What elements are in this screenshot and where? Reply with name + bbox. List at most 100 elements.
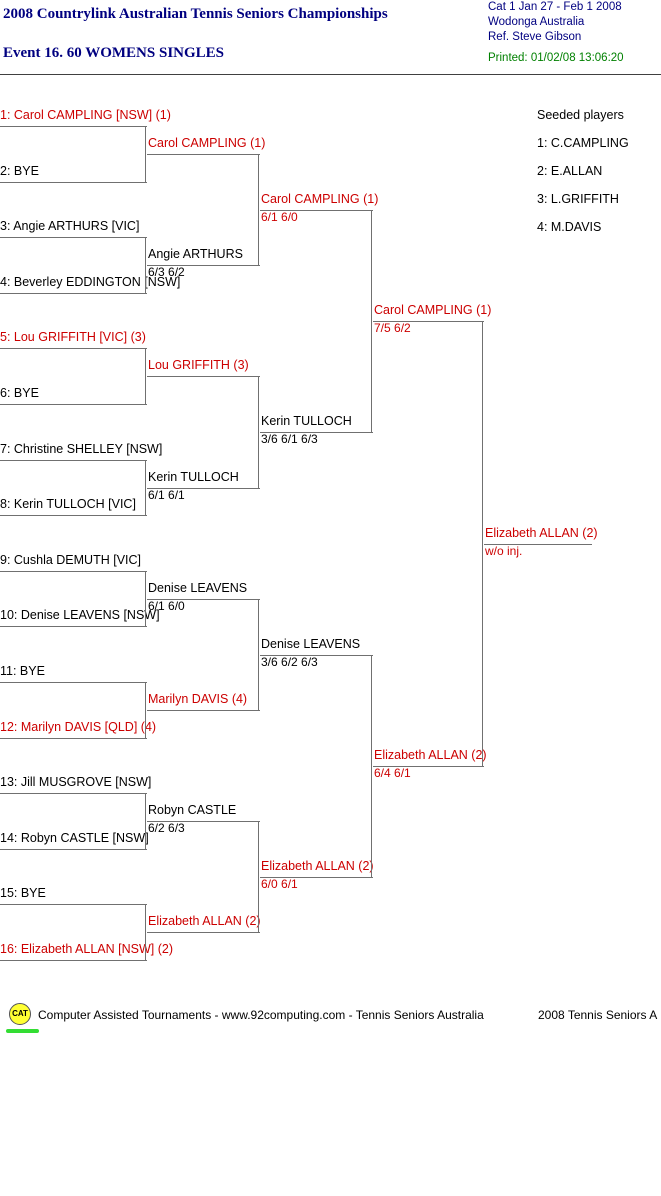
bracket-connector bbox=[145, 904, 146, 961]
champion-name: Elizabeth ALLAN (2) bbox=[485, 526, 598, 540]
footer-credits: Computer Assisted Tournaments - www.92co… bbox=[38, 1008, 484, 1022]
draw-line bbox=[0, 293, 147, 294]
seeded-player: 4: M.DAVIS bbox=[537, 220, 602, 234]
draw-line bbox=[0, 237, 147, 238]
draw-entry: 9: Cushla DEMUTH [VIC] bbox=[0, 553, 142, 567]
bracket-connector bbox=[258, 599, 259, 711]
winner-name: Elizabeth ALLAN (2) bbox=[374, 748, 487, 762]
match-score: 6/1 6/0 bbox=[148, 599, 185, 613]
match-score: 3/6 6/2 6/3 bbox=[261, 655, 318, 669]
draw-entry: 12: Marilyn DAVIS [QLD] (4) bbox=[0, 720, 157, 734]
winner-name: Robyn CASTLE bbox=[148, 803, 237, 817]
referee: Ref. Steve Gibson bbox=[488, 31, 582, 43]
winner-name: Carol CAMPLING (1) bbox=[148, 136, 266, 150]
draw-entry: 10: Denise LEAVENS [NSW] bbox=[0, 608, 160, 622]
draw-line bbox=[0, 904, 147, 905]
winner-name: Carol CAMPLING (1) bbox=[261, 192, 379, 206]
printed-timestamp: Printed: 01/02/08 13:06:20 bbox=[488, 52, 624, 64]
draw-line bbox=[0, 515, 147, 516]
match-score: 6/1 6/0 bbox=[261, 210, 298, 224]
category-dates: Cat 1 Jan 27 - Feb 1 2008 bbox=[488, 1, 622, 13]
draw-line bbox=[0, 126, 147, 127]
bracket-connector bbox=[371, 210, 372, 433]
draw-entry: 13: Jill MUSGROVE [NSW] bbox=[0, 775, 152, 789]
cat-logo-underline bbox=[6, 1029, 39, 1033]
footer-right: 2008 Tennis Seniors A bbox=[538, 1008, 658, 1022]
winner-line bbox=[147, 154, 260, 155]
draw-entry: 3: Angie ARTHURS [VIC] bbox=[0, 219, 140, 233]
bracket-connector bbox=[258, 376, 259, 489]
seeded-heading: Seeded players bbox=[537, 108, 624, 122]
header-divider bbox=[0, 74, 661, 75]
winner-line bbox=[147, 265, 260, 266]
tournament-title: 2008 Countrylink Australian Tennis Senio… bbox=[3, 6, 388, 22]
draw-line bbox=[0, 404, 147, 405]
winner-name: Elizabeth ALLAN (2) bbox=[261, 859, 374, 873]
draw-line bbox=[0, 571, 147, 572]
winner-name: Denise LEAVENS bbox=[261, 637, 361, 651]
draw-line bbox=[0, 348, 147, 349]
winner-name: Marilyn DAVIS (4) bbox=[148, 692, 248, 706]
draw-entry: 8: Kerin TULLOCH [VIC] bbox=[0, 497, 136, 511]
draw-line bbox=[0, 738, 147, 739]
match-score: 7/5 6/2 bbox=[374, 321, 411, 335]
bracket-connector bbox=[145, 237, 146, 294]
winner-line bbox=[260, 432, 373, 433]
draw-entry: 1: Carol CAMPLING [NSW] (1) bbox=[0, 108, 171, 122]
draw-line bbox=[0, 849, 147, 850]
bracket-connector bbox=[258, 821, 259, 933]
seeded-player: 1: C.CAMPLING bbox=[537, 136, 629, 150]
winner-line bbox=[147, 376, 260, 377]
draw-entry: 2: BYE bbox=[0, 164, 39, 178]
winner-name: Elizabeth ALLAN (2) bbox=[148, 914, 261, 928]
bracket-connector bbox=[145, 348, 146, 405]
winner-name: Lou GRIFFITH (3) bbox=[148, 358, 249, 372]
match-score: 6/4 6/1 bbox=[374, 766, 411, 780]
bracket-connector bbox=[145, 793, 146, 850]
match-score: 6/0 6/1 bbox=[261, 877, 298, 891]
winner-name: Denise LEAVENS bbox=[148, 581, 248, 595]
winner-line bbox=[147, 932, 260, 933]
winner-line bbox=[260, 655, 373, 656]
draw-line bbox=[0, 960, 147, 961]
bracket-connector bbox=[371, 655, 372, 878]
final-score: w/o inj. bbox=[485, 544, 523, 558]
draw-entry: 11: BYE bbox=[0, 664, 45, 678]
bracket-connector bbox=[145, 460, 146, 516]
cat-logo-icon: CAT bbox=[9, 1003, 31, 1025]
draw-entry: 4: Beverley EDDINGTON [NSW] bbox=[0, 275, 181, 289]
draw-entry: 7: Christine SHELLEY [NSW] bbox=[0, 442, 163, 456]
winner-line bbox=[373, 321, 484, 322]
winner-line bbox=[373, 766, 484, 767]
draw-entry: 6: BYE bbox=[0, 386, 39, 400]
match-score: 3/6 6/1 6/3 bbox=[261, 432, 318, 446]
winner-line bbox=[260, 877, 373, 878]
bracket-connector bbox=[258, 154, 259, 266]
draw-line bbox=[0, 793, 147, 794]
bracket-connector bbox=[482, 321, 483, 767]
draw-line bbox=[0, 182, 147, 183]
winner-name: Kerin TULLOCH bbox=[148, 470, 239, 484]
match-score: 6/1 6/1 bbox=[148, 488, 185, 502]
bracket-connector bbox=[145, 571, 146, 627]
winner-name: Carol CAMPLING (1) bbox=[374, 303, 492, 317]
winner-name: Kerin TULLOCH bbox=[261, 414, 352, 428]
winner-line bbox=[147, 821, 260, 822]
seeded-player: 2: E.ALLAN bbox=[537, 164, 603, 178]
draw-entry: 5: Lou GRIFFITH [VIC] (3) bbox=[0, 330, 146, 344]
bracket-connector bbox=[145, 126, 146, 183]
draw-line bbox=[0, 460, 147, 461]
draw-entry: 16: Elizabeth ALLAN [NSW] (2) bbox=[0, 942, 173, 956]
draw-entry: 14: Robyn CASTLE [NSW] bbox=[0, 831, 149, 845]
draw-line bbox=[0, 682, 147, 683]
winner-line bbox=[147, 710, 260, 711]
draw-line bbox=[0, 626, 147, 627]
bracket-connector bbox=[145, 682, 146, 739]
match-score: 6/2 6/3 bbox=[148, 821, 185, 835]
champion-line bbox=[484, 544, 592, 545]
event-title: Event 16. 60 WOMENS SINGLES bbox=[3, 45, 225, 61]
winner-name: Angie ARTHURS bbox=[148, 247, 243, 261]
winner-line bbox=[147, 599, 260, 600]
draw-entry: 15: BYE bbox=[0, 886, 46, 900]
seeded-player: 3: L.GRIFFITH bbox=[537, 192, 619, 206]
